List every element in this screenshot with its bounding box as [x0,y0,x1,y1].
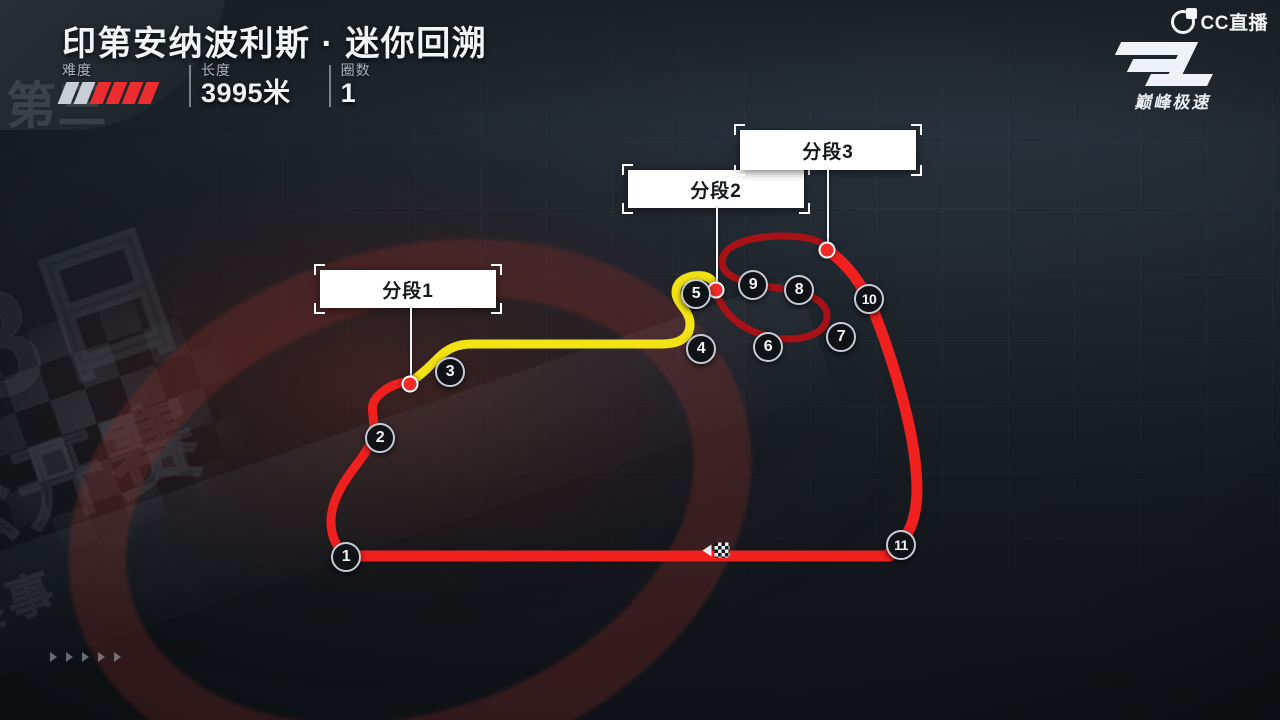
turn-marker-9: 9 [738,270,768,300]
turn-marker-1: 1 [331,542,361,572]
stat-divider [328,65,331,107]
sector-leader-line-1 [410,308,412,382]
sector-leader-line-3 [827,170,829,248]
direction-arrow-icon [702,544,712,556]
label-corner-bracket [491,264,502,275]
game-logo: 巅峰极速 [1114,40,1230,113]
sector-label-text: 分段3 [802,141,854,163]
label-corner-bracket [911,165,922,176]
sector-label-2: 分段2 [622,164,810,214]
turn-marker-4: 4 [686,334,716,364]
track-path-sector-2 [405,271,721,387]
turn-marker-7: 7 [826,322,856,352]
sector-start-dot-1 [401,375,419,393]
turn-marker-5: 5 [681,279,711,309]
label-corner-bracket [622,164,633,175]
game-logo-icon [1114,40,1230,86]
label-corner-bracket [622,203,633,214]
turn-marker-3: 3 [435,357,465,387]
stat-divider [189,65,191,107]
label-corner-bracket [491,303,502,314]
sector-label-text: 分段2 [690,180,742,202]
sector-start-dot-3 [818,241,836,259]
decorative-arrow-icon [50,652,57,662]
sector-label-1: 分段1 [314,264,502,314]
label-corner-bracket [799,203,810,214]
turn-marker-10: 10 [854,284,884,314]
decorative-arrow-icon [114,652,121,662]
sector-label-text: 分段1 [382,280,434,302]
stat-value: 1 [340,78,357,108]
bottom-arrow-decoration [50,652,121,662]
turn-marker-6: 6 [753,332,783,362]
stream-logo: CC直播 [1170,7,1268,35]
difficulty-bars [57,82,160,104]
checkered-flag-icon [714,542,730,558]
sector-label-3: 分段3 [734,124,922,176]
cc-mark-icon [1170,7,1197,34]
turn-marker-2: 2 [365,423,395,453]
turn-marker-8: 8 [784,275,814,305]
track-path-sector-1-front [326,377,415,561]
label-corner-bracket [734,165,745,176]
track-path-sector-1-back [821,244,923,558]
stat-1: 难度 [57,62,160,104]
stat-label: 难度 [62,62,92,78]
stat-value: 3995米 [201,78,291,108]
game-logo-text: 巅峰极速 [1133,93,1214,112]
track-title: 印第安纳波利斯 · 迷你回溯 [62,25,488,63]
stat-label: 长度 [201,62,231,78]
sector-leader-line-2 [716,208,718,288]
label-corner-bracket [314,303,325,314]
decorative-arrow-icon [98,652,105,662]
start-finish-marker [702,542,730,558]
turn-marker-11: 11 [886,530,916,560]
stream-logo-text: CC直播 [1200,13,1268,34]
stat-label: 圈数 [340,62,371,78]
decorative-arrow-icon [66,652,73,662]
label-corner-bracket [314,264,325,275]
decorative-arrow-icon [82,652,89,662]
